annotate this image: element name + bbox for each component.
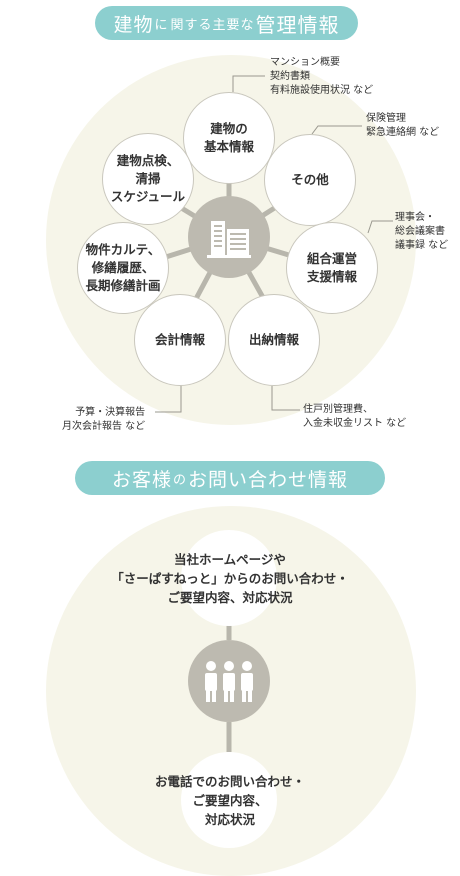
leader-other <box>311 125 362 135</box>
title-part: 関する主要な <box>170 17 255 33</box>
node-other: その他 <box>264 134 356 226</box>
title-part: 管理情報 <box>255 12 340 37</box>
inquiry-bottom-circle <box>181 752 277 848</box>
note-cashflow: 住戸別管理費、 入金未収金リスト など <box>303 404 407 429</box>
leader-basic <box>232 75 265 92</box>
section2-title: お客様のお問い合わせ情報 <box>75 461 385 495</box>
node-union-support: 組合運営 支援情報 <box>286 222 378 314</box>
node-accounting: 会計情報 <box>134 294 226 386</box>
inquiry-phone-text: お電話でのお問い合わせ・ ご要望内容、 対応状況 <box>154 774 305 827</box>
leader-union <box>367 220 393 234</box>
node-basic-info: 建物の 基本情報 <box>183 92 275 184</box>
inquiry-top-circle <box>181 530 277 626</box>
note-union: 理事会・ 総会議案書 議事録 など <box>395 212 449 251</box>
note-accounting: 予算・決算報告 月次会計報告 など <box>62 407 146 432</box>
node-property-karte: 物件カルテ、 修繕履歴、 長期修繕計画 <box>77 222 169 314</box>
node-cashflow: 出納情報 <box>228 294 320 386</box>
leader-accounting <box>155 384 182 413</box>
leader-cashflow <box>271 386 300 411</box>
title-part: お客様 <box>111 468 172 491</box>
inquiry-web-text: 当社ホームページや 「さーぱすねっと」からのお問い合わせ・ ご要望内容、対応状況 <box>111 552 349 605</box>
note-basic: マンション概要 契約書類 有料施設使用状況 など <box>270 57 374 96</box>
title-part: お問い合わせ情報 <box>188 468 349 491</box>
title-part: 建物 <box>113 13 154 36</box>
building-icon <box>188 196 270 278</box>
section1-title: 建物に関する主要な管理情報 <box>95 6 358 40</box>
building-icon-graphic <box>207 221 251 258</box>
people-icon-graphic <box>205 661 253 702</box>
node-inspection-schedule: 建物点検、 清掃 スケジュール <box>102 133 194 225</box>
title-part: の <box>172 472 187 488</box>
note-other: 保険管理 緊急連絡網 など <box>366 113 440 138</box>
title-part: に <box>154 17 169 33</box>
people-icon <box>188 640 270 722</box>
